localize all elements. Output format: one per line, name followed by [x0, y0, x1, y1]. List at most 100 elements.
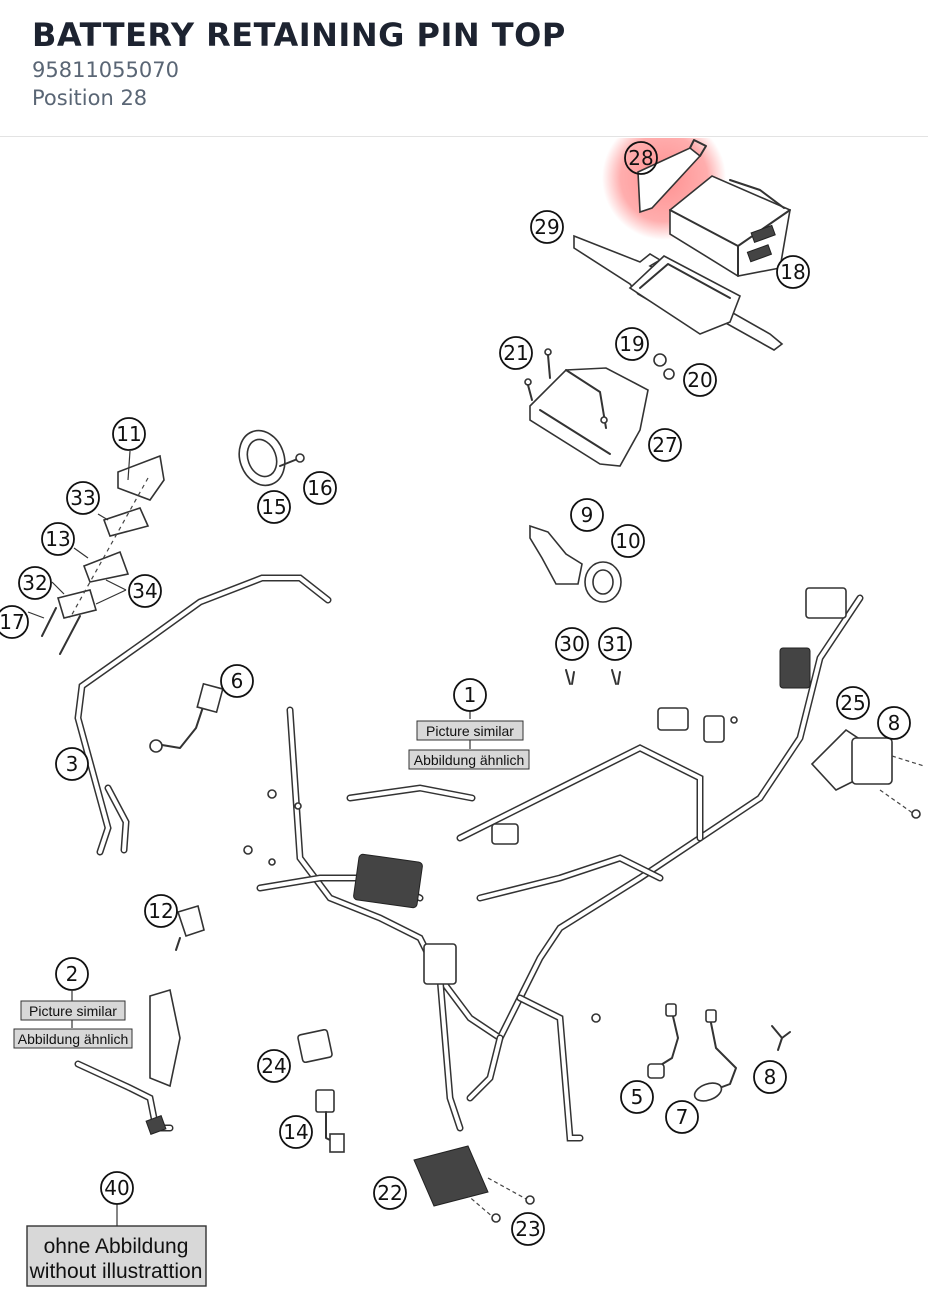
svg-text:14: 14 — [283, 1120, 308, 1144]
callout-31[interactable]: 31 — [598, 627, 632, 661]
svg-text:17: 17 — [0, 610, 25, 634]
svg-text:1: 1 — [464, 683, 477, 707]
callout-25[interactable]: 25 — [836, 686, 870, 720]
callout-3[interactable]: 3 — [55, 747, 89, 781]
callout-19[interactable]: 19 — [615, 327, 649, 361]
callout-34[interactable]: 34 — [128, 574, 162, 608]
left-bracket-assembly — [41, 454, 165, 655]
svg-text:10: 10 — [615, 529, 640, 553]
svg-text:18: 18 — [780, 260, 805, 284]
svg-text:12: 12 — [148, 899, 173, 923]
part-number: 95811055070 — [32, 58, 179, 82]
callout-29[interactable]: 29 — [530, 210, 564, 244]
callout-33[interactable]: 32 — [18, 566, 52, 600]
callout-2[interactable]: 2 — [55, 957, 89, 991]
svg-text:27: 27 — [652, 433, 677, 457]
callout-20[interactable]: 20 — [683, 363, 717, 397]
bracket-part — [524, 348, 675, 467]
svg-text:22: 22 — [377, 1181, 402, 1205]
callout-16[interactable]: 17 — [0, 605, 29, 639]
svg-text:11: 11 — [116, 422, 141, 446]
svg-text:24: 24 — [261, 1054, 286, 1078]
svg-text:29: 29 — [534, 215, 559, 239]
svg-text:9: 9 — [581, 503, 594, 527]
leader-lines — [27, 450, 471, 1226]
svg-text:Picture similar: Picture similar — [29, 1003, 117, 1019]
svg-text:40: 40 — [104, 1176, 129, 1200]
svg-text:3: 3 — [66, 752, 79, 776]
connector-31 — [611, 669, 621, 685]
svg-text:13: 13 — [45, 527, 70, 551]
position-label: Position 28 — [32, 86, 148, 110]
svg-text:28: 28 — [628, 146, 653, 170]
callout-32[interactable]: 33 — [66, 481, 100, 515]
callout-10[interactable]: 9 — [570, 498, 604, 532]
svg-text:Picture similar: Picture similar — [426, 723, 514, 739]
svg-text:34: 34 — [132, 579, 157, 603]
svg-text:20: 20 — [687, 368, 712, 392]
callout-13[interactable]: 13 — [41, 522, 75, 556]
harness-2 — [74, 988, 181, 1135]
callout-24[interactable]: 24 — [257, 1049, 291, 1083]
callout-21[interactable]: 21 — [499, 336, 533, 370]
svg-text:5: 5 — [631, 1085, 644, 1109]
callout-12-top[interactable]: 11 — [112, 417, 146, 451]
svg-text:8: 8 — [764, 1065, 777, 1089]
sensor-7 — [709, 1017, 737, 1091]
svg-text:32: 32 — [22, 571, 47, 595]
svg-text:23: 23 — [515, 1217, 540, 1241]
callout-5[interactable]: 5 — [620, 1080, 654, 1114]
svg-text:19: 19 — [619, 332, 644, 356]
svg-text:21: 21 — [503, 341, 528, 365]
svg-text:31: 31 — [602, 632, 627, 656]
callout-12-bottom[interactable]: 12 — [144, 894, 178, 928]
svg-text:6: 6 — [231, 669, 244, 693]
callout-15[interactable]: 16 — [303, 471, 337, 505]
svg-text:Abbildung ähnlich: Abbildung ähnlich — [18, 1031, 129, 1047]
callout-6[interactable]: 6 — [220, 664, 254, 698]
callout-1[interactable]: 1 — [453, 678, 487, 712]
regulator-22 — [413, 1145, 535, 1223]
fuse-box-part — [810, 728, 925, 819]
callout-9[interactable]: 8 — [877, 706, 911, 740]
speaker-part — [238, 429, 305, 487]
callout-14[interactable]: 15 — [257, 490, 291, 524]
callout-11[interactable]: 10 — [611, 524, 645, 558]
note-picture-similar-2: Picture similar — [20, 1000, 126, 1021]
svg-text:2: 2 — [66, 962, 79, 986]
svg-text:15: 15 — [261, 495, 286, 519]
note-abbildung-2: Abbildung ähnlich — [13, 1028, 133, 1049]
connector-17 — [315, 1089, 345, 1153]
svg-text:Abbildung ähnlich: Abbildung ähnlich — [414, 752, 525, 768]
callout-18[interactable]: 18 — [776, 255, 810, 289]
sensor-5 — [655, 1011, 679, 1069]
page-title: BATTERY RETAINING PIN TOP — [32, 16, 566, 54]
callout-17[interactable]: 14 — [279, 1115, 313, 1149]
note-abbildung-1: Abbildung ähnlich — [408, 749, 530, 770]
page-header: BATTERY RETAINING PIN TOP 95811055070 Po… — [0, 0, 928, 137]
svg-text:33: 33 — [70, 486, 95, 510]
battery-tray-part — [573, 234, 784, 351]
battery-part — [669, 175, 791, 277]
svg-text:30: 30 — [559, 632, 584, 656]
retaining-pin-part — [637, 139, 707, 214]
svg-text:16: 16 — [307, 476, 332, 500]
callout-8[interactable]: 8 — [753, 1060, 787, 1094]
callout-22[interactable]: 22 — [373, 1176, 407, 1210]
svg-text:7: 7 — [676, 1105, 689, 1129]
note-picture-similar-1: Picture similar — [416, 720, 524, 741]
connector-8 — [771, 1025, 791, 1051]
horn-part — [529, 524, 622, 603]
callout-30[interactable]: 30 — [555, 627, 589, 661]
lower-part-12 — [175, 904, 205, 951]
callout-23[interactable]: 23 — [511, 1212, 545, 1246]
connector-30 — [565, 669, 575, 685]
callout-27[interactable]: 27 — [648, 428, 682, 462]
relay-24 — [297, 1028, 333, 1064]
callout-7[interactable]: 7 — [665, 1100, 699, 1134]
svg-text:25: 25 — [840, 691, 865, 715]
callout-28[interactable]: 28 — [624, 141, 658, 175]
callout-40[interactable]: 40 — [100, 1171, 134, 1205]
svg-text:ohne Abbildung: ohne Abbildung — [44, 1235, 189, 1258]
exploded-diagram: 28 29 18 21 19 20 27 11 16 15 33 13 32 3… — [0, 138, 925, 1287]
